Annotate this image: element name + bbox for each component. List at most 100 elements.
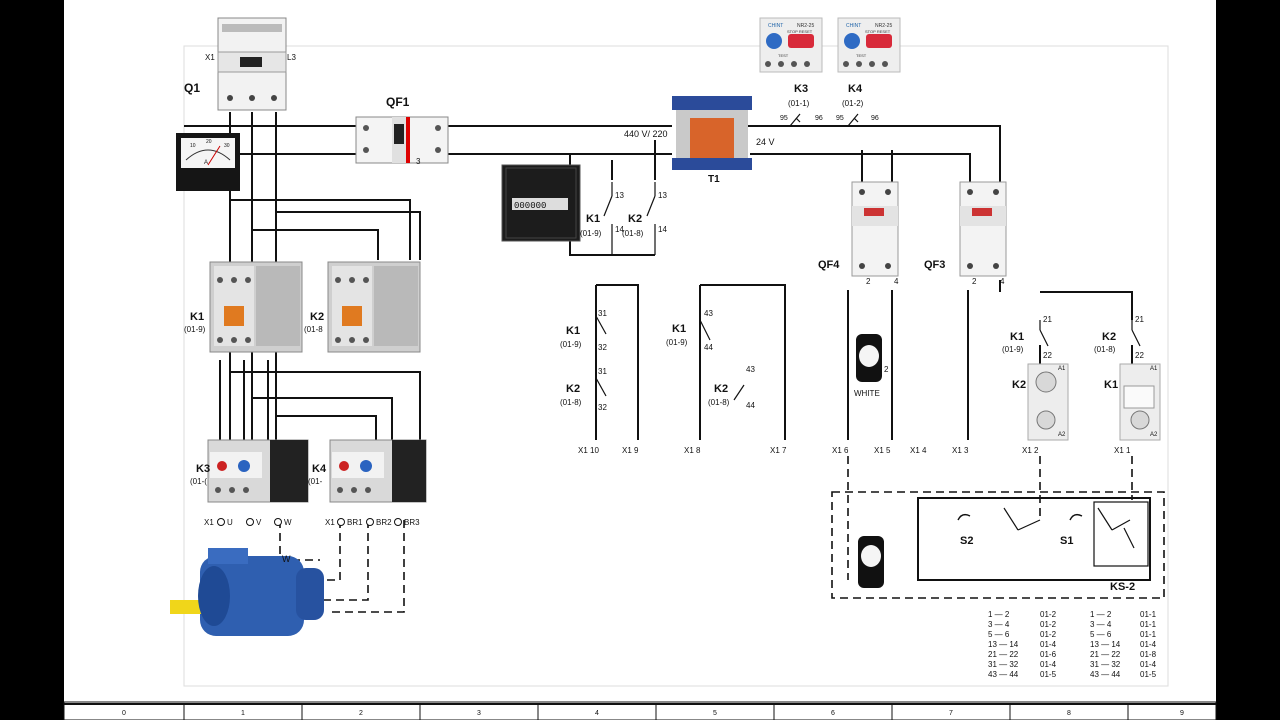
ctr-pins-2: 5 — 6	[1090, 630, 1112, 639]
terminal-8: X1 8	[684, 446, 701, 455]
k1-counter-label: K1	[586, 213, 600, 225]
qf1-breaker	[355, 116, 449, 164]
term-br3: BR3	[404, 518, 420, 527]
meter-unit: A	[204, 160, 208, 166]
k2-il-ref: (01-8)	[1094, 345, 1116, 354]
ctl-ref-0: 01-2	[1040, 610, 1057, 619]
control-wires	[569, 125, 1165, 599]
counter-digits: 000000	[514, 201, 546, 211]
c-k1-ref: (01-9)	[666, 338, 688, 347]
terminal-9: X1 9	[622, 446, 639, 455]
k3-overload-picture	[207, 439, 309, 503]
t1-secondary: 24 V	[756, 137, 775, 147]
k1-pin-21: 21	[1043, 315, 1052, 324]
ruler-1: 1	[241, 710, 245, 717]
ctr-pins-5: 31 — 32	[1090, 660, 1121, 669]
terminal-7: X1 7	[770, 446, 787, 455]
relay-picture-k3: CHINT NR2-25 STOP RESET TEST	[759, 17, 823, 73]
k4-overload-picture	[329, 439, 427, 503]
term-w: W	[284, 518, 292, 527]
k1-pin-13: 13	[615, 191, 624, 200]
ctl-pins-3: 13 — 14	[988, 640, 1019, 649]
k1-21-22-contact	[1039, 320, 1049, 347]
k2-counter-label: K2	[628, 213, 642, 225]
relay-model-k3: NR2-25	[797, 23, 814, 29]
k2-pin-14: 14	[658, 225, 667, 234]
term-br1: BR1	[347, 518, 363, 527]
ctl-pins-2: 5 — 6	[988, 630, 1010, 639]
k1-coil	[1119, 363, 1161, 441]
qf4-breaker	[851, 181, 899, 277]
k1-contactor-picture	[209, 261, 303, 353]
ctr-pins-4: 21 — 22	[1090, 650, 1121, 659]
ctl-ref-2: 01-2	[1040, 630, 1057, 639]
qf3-pin-4: 4	[1000, 277, 1005, 286]
relay-test-k4: TEST	[856, 53, 867, 58]
lower-lamp	[858, 536, 884, 588]
ruler-0: 0	[122, 710, 126, 717]
q1-l3: L3	[287, 53, 296, 62]
k2-pin-21: 21	[1135, 315, 1144, 324]
s1-label: S1	[1060, 535, 1073, 547]
s2-label: S2	[960, 535, 973, 547]
ctr-ref-0: 01-1	[1140, 610, 1157, 619]
k4-overload-label: K4	[312, 463, 327, 475]
ctr-pins-0: 1 — 2	[1090, 610, 1112, 619]
k1-il-label: K1	[1010, 331, 1024, 343]
qf3-pin-2: 2	[972, 277, 977, 286]
k4-pin-95: 95	[836, 115, 844, 122]
ctl-ref-3: 01-4	[1040, 640, 1057, 649]
k1-contact-13-14	[603, 182, 613, 255]
ctl-pins-0: 1 — 2	[988, 610, 1010, 619]
c-pin-44-a: 44	[704, 343, 713, 352]
ctl-ref-6: 01-5	[1040, 670, 1057, 679]
ctr-pins-3: 13 — 14	[1090, 640, 1121, 649]
k1-il-ref: (01-9)	[1002, 345, 1024, 354]
k1-contactor-label: K1	[190, 311, 204, 323]
k4-pin-96: 96	[871, 115, 879, 122]
contact-table-right: 1 — 2 01-1 3 — 4 01-1 5 — 6 01-1 13 — 14…	[1090, 610, 1157, 679]
ctr-ref-2: 01-1	[1140, 630, 1157, 639]
ruler-5: 5	[713, 710, 717, 717]
ctl-ref-1: 01-2	[1040, 620, 1057, 629]
relay-brand-k4: CHINT	[846, 23, 861, 29]
ctl-pins-5: 31 — 32	[988, 660, 1019, 669]
il-pin-32-a: 32	[598, 343, 607, 352]
il-k2-ref: (01-8)	[560, 398, 582, 407]
motor-picture	[170, 548, 324, 636]
term-x1-motor: X1	[204, 518, 214, 527]
ks2-label: KS-2	[1110, 581, 1135, 593]
c-k1-label: K1	[672, 323, 686, 335]
selector-switch	[957, 501, 1149, 567]
k3-pin-95: 95	[780, 115, 788, 122]
k3-top-contact	[789, 113, 801, 127]
k2-21-22-contact	[1131, 320, 1141, 347]
ctr-ref-1: 01-1	[1140, 620, 1157, 629]
ctl-ref-5: 01-4	[1040, 660, 1057, 669]
k2-pin-13: 13	[658, 191, 667, 200]
relay-test-k3: TEST	[778, 53, 789, 58]
contacts-43-44	[699, 319, 745, 401]
qf3-breaker	[959, 181, 1007, 277]
ruler-2: 2	[359, 710, 363, 717]
ruler-8: 8	[1067, 710, 1071, 717]
ruler-6: 6	[831, 710, 835, 717]
relay-brand-k3: CHINT	[768, 23, 783, 29]
meter-scale-3: 30	[224, 143, 230, 149]
relay-buttons-k4: STOP RESET	[865, 29, 891, 34]
k2-contactor-label: K2	[310, 311, 324, 323]
white-lamp	[856, 334, 882, 382]
ctr-ref-5: 01-4	[1140, 660, 1157, 669]
k2-contactor-ref: (01-8	[304, 325, 323, 334]
relay-picture-k4: CHINT NR2-25 STOP RESET TEST	[837, 17, 901, 73]
ctr-ref-4: 01-8	[1140, 650, 1157, 659]
k1-coil-label: K1	[1104, 379, 1118, 391]
il-k1-label: K1	[566, 325, 580, 337]
k2-il-label: K2	[1102, 331, 1116, 343]
term-br2: BR2	[376, 518, 392, 527]
ctl-pins-1: 3 — 4	[988, 620, 1010, 629]
k3-pin-96: 96	[815, 115, 823, 122]
c-k2-label: K2	[714, 383, 728, 395]
ruler-3: 3	[477, 710, 481, 717]
